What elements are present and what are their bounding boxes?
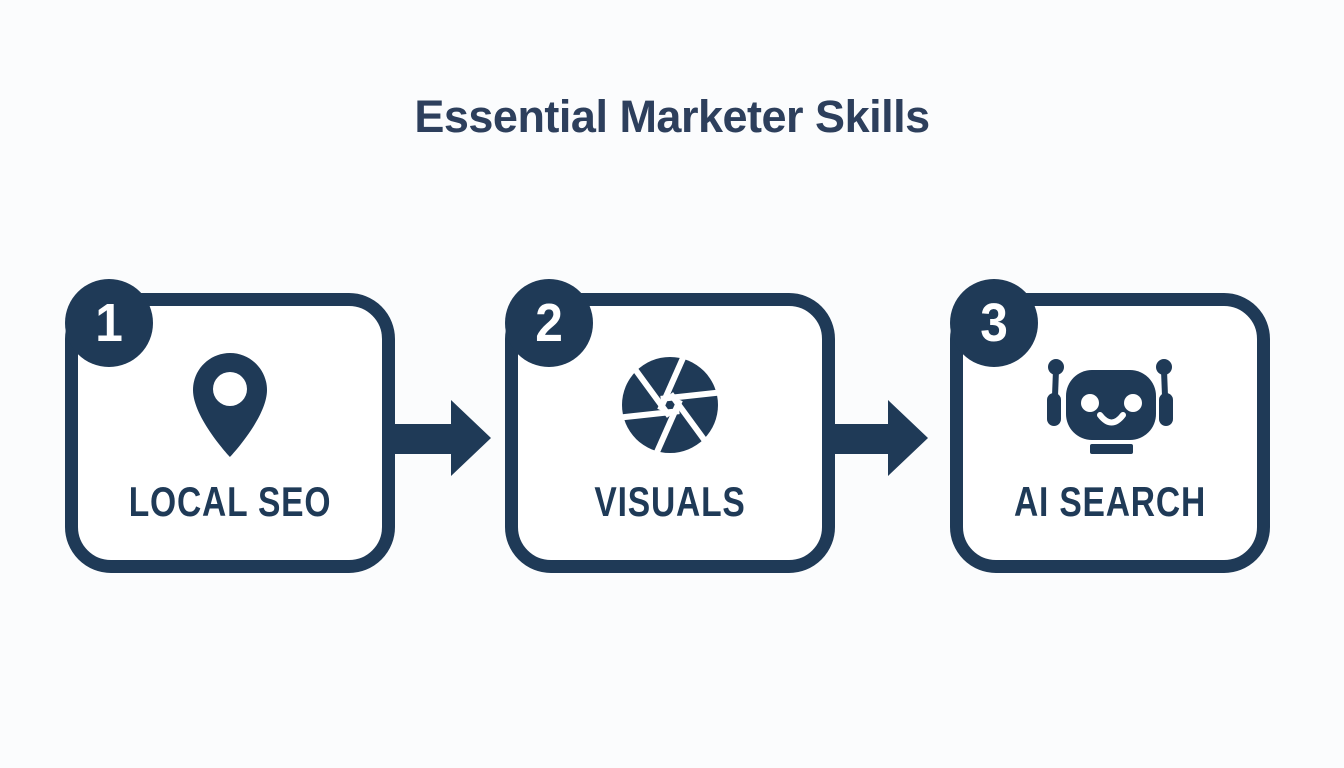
page-title: Essential Marketer Skills	[414, 91, 930, 142]
location-pin-icon	[78, 353, 382, 457]
robot-icon	[963, 358, 1257, 454]
step-label: AI SEARCH	[1013, 478, 1207, 525]
arrow-right-icon	[393, 398, 493, 478]
camera-aperture-icon	[518, 355, 822, 455]
arrow-right-icon	[830, 398, 930, 478]
step-2-number-badge: 2	[505, 279, 593, 367]
step-card-visuals: 2 VISUALS	[505, 279, 835, 573]
step-number: 2	[535, 293, 563, 353]
step-label: LOCAL SEO	[128, 478, 332, 525]
step-1-number-badge: 1	[65, 279, 153, 367]
step-number: 3	[980, 293, 1008, 353]
step-number: 1	[95, 293, 123, 353]
step-3-number-badge: 3	[950, 279, 1038, 367]
step-card-local-seo: 1 LOCAL SEO	[65, 279, 395, 573]
step-label: VISUALS	[594, 478, 746, 525]
step-card-ai-search: 3 AI	[950, 279, 1270, 573]
